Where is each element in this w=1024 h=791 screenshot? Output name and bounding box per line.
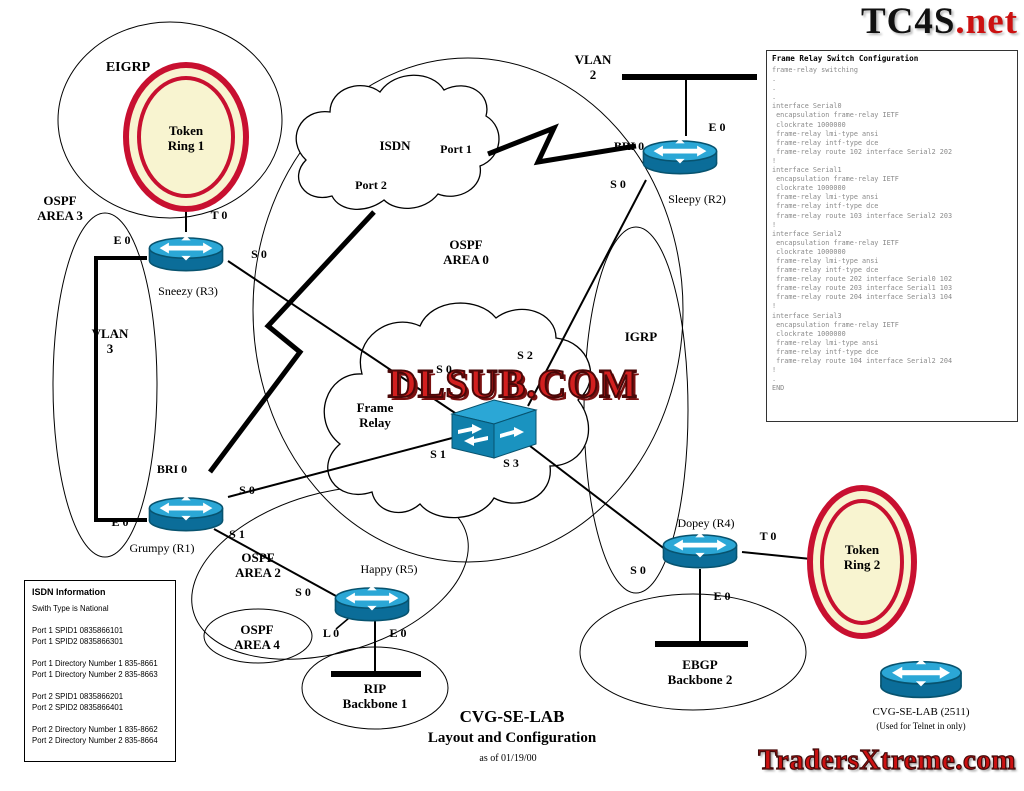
router-sleepy-icon [642, 137, 718, 175]
link-switch-dopey [529, 445, 667, 551]
isdn-bolt-grumpy [208, 210, 376, 474]
frame-relay-cloud [323, 302, 592, 519]
link-happy-l0 [335, 617, 350, 630]
sneezy-s0-label: S 0 [251, 247, 267, 261]
dopey-t0-label: T 0 [759, 529, 777, 543]
ospf-area-2-label: OSPF AREA 2 [235, 550, 281, 581]
eigrp-ellipse [57, 21, 283, 219]
switch-s3-label: S 3 [503, 456, 519, 470]
ospf-area-4-ellipse [203, 608, 313, 664]
sleepy-name: Sleepy (R2) [668, 192, 726, 206]
isdn-info-title: ISDN Information [32, 587, 106, 597]
tc4s-prefix: TC4S [860, 1, 956, 42]
ospf-area-0-ellipse [252, 57, 684, 563]
dlsub-watermark: DLSUB.COM [387, 360, 639, 407]
isdn-port2-label: Port 2 [355, 178, 387, 192]
vlan3-label: VLAN 3 [91, 326, 129, 357]
sleepy-e0-label: E 0 [708, 120, 726, 134]
diagram-date: as of 01/19/00 [479, 753, 537, 764]
rip-backbone-label: RIP Backbone 1 [342, 681, 408, 712]
grumpy-s1-label: S 1 [229, 527, 245, 541]
token-ring-1-label: Token Ring 1 [167, 123, 205, 154]
sneezy-e0-label: E 0 [113, 233, 131, 247]
link-vlan3 [94, 256, 147, 522]
links [94, 74, 812, 677]
link-sleepy-switch [527, 179, 647, 407]
frame-relay-config-text: frame-relay switching . . . interface Se… [772, 66, 953, 393]
isdn-info-box: ISDN Information Swith Type is National … [24, 580, 176, 762]
eigrp-label: EIGRP [105, 60, 151, 75]
dopey-name: Dopey (R4) [677, 516, 735, 530]
isdn-bolt-sleepy [487, 123, 637, 166]
frame-relay-switch-icon [450, 399, 538, 459]
igrp-label: IGRP [624, 329, 658, 344]
area-ellipses [52, 21, 807, 730]
router-dopey-icon [662, 531, 738, 569]
dopey-s0-label: S 0 [630, 563, 646, 577]
sneezy-t0-label: T 0 [210, 208, 228, 222]
happy-e0-label: E 0 [389, 626, 407, 640]
isdn-port1-label: Port 1 [440, 142, 472, 156]
ospf-area-0-label: OSPF AREA 0 [443, 237, 489, 268]
router-happy-icon [334, 584, 410, 622]
link-grumpy-switch [227, 436, 457, 498]
router-sneezy-icon [148, 234, 224, 272]
diagram-subtitle: Layout and Configuration [427, 730, 597, 746]
telnet-router-name: CVG-SE-LAB (2511) [872, 706, 970, 718]
isdn-info-text: Swith Type is National Port 1 SPID1 0835… [32, 604, 158, 745]
dopey-e0-label: E 0 [713, 589, 731, 603]
link-sneezy-switch [227, 260, 465, 420]
grumpy-bri0-label: BRI 0 [156, 462, 188, 476]
ospf-area-3-label: OSPF AREA 3 [37, 193, 83, 224]
diagram-title: CVG-SE-LAB [459, 707, 565, 726]
happy-name: Happy (R5) [360, 562, 418, 576]
sleepy-bri0-label: BRI 0 [613, 139, 645, 153]
grumpy-e0-label: E 0 [111, 515, 129, 529]
frame-relay-cloud-label: Frame Relay [356, 400, 394, 431]
tc4s-suffix: .net [955, 1, 1018, 42]
grumpy-s0-label: S 0 [239, 483, 255, 497]
frame-relay-config-title: Frame Relay Switch Configuration [772, 54, 919, 63]
link-dopey-tr2 [741, 551, 812, 560]
tc4s-watermark: TC4S.net [861, 0, 1018, 43]
switch-s1-label: S 1 [430, 447, 446, 461]
sneezy-name: Sneezy (R3) [158, 284, 218, 298]
router-telnet-icon [880, 658, 962, 699]
frame-relay-config-box: Frame Relay Switch Configuration frame-r… [766, 50, 1018, 422]
switch-s2-label: S 2 [517, 348, 533, 362]
token-ring-2-label: Token Ring 2 [843, 542, 881, 573]
ebgp-backbone-label: EBGP Backbone 2 [667, 657, 733, 688]
ospf-area-2-ellipse [191, 486, 469, 660]
isdn-cloud-label: ISDN [379, 138, 411, 153]
ospf-area-3-ellipse [52, 212, 158, 558]
ospf-area-4-label: OSPF AREA 4 [234, 622, 280, 653]
ebgp-backbone-ellipse [579, 593, 807, 711]
happy-s0-label: S 0 [295, 585, 311, 599]
grumpy-name: Grumpy (R1) [129, 541, 195, 555]
vlan2-label: VLAN 2 [574, 52, 612, 83]
token-ring-1-icon [123, 62, 249, 212]
link-grumpy-happy [213, 528, 337, 597]
token-ring-2-icon [807, 485, 917, 639]
sleepy-s0-label: S 0 [610, 177, 626, 191]
happy-l0-label: L 0 [322, 626, 340, 640]
isdn-cloud [295, 74, 500, 211]
telnet-router-note: (Used for Telnet in only) [876, 721, 966, 731]
tradersxtreme-watermark: TradersXtreme.com [758, 743, 1017, 776]
router-grumpy-icon [148, 494, 224, 532]
switch-s0-label: S 0 [436, 362, 452, 376]
